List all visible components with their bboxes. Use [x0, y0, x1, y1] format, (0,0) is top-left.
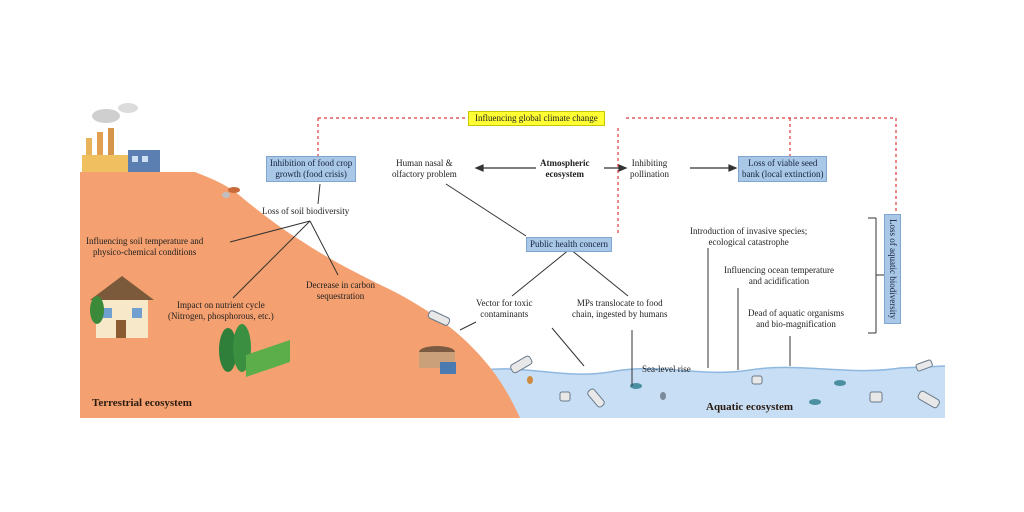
climate-change-label: Influencing global climate change — [468, 111, 605, 126]
climate-dashed-lines — [317, 117, 897, 236]
arrow-lines — [474, 164, 738, 172]
ocean-temperature-label: Influencing ocean temperature and acidif… — [724, 265, 834, 286]
nutrient-cycle-label: Impact on nutrient cycle (Nitrogen, phos… — [168, 300, 274, 321]
public-health-box: Public health concern — [526, 237, 612, 252]
aquatic-ecosystem-title: Aquatic ecosystem — [706, 401, 794, 413]
land-area — [80, 172, 520, 418]
food-crop-box: Inhibition of food crop growth (food cri… — [266, 156, 357, 182]
food-chain-label: MPs translocate to food chain, ingested … — [572, 298, 668, 319]
plastic-bottle-icon — [427, 310, 940, 409]
debris-icon — [222, 187, 240, 198]
sea-level-label: Sea-level rise — [642, 364, 691, 374]
human-nasal-label: Human nasal & olfactory problem — [392, 158, 457, 179]
vector-contaminants-label: Vector for toxic contaminants — [476, 298, 533, 319]
ocean-area — [470, 366, 945, 418]
wave-line — [469, 365, 946, 375]
soil-biodiversity-label: Loss of soil biodiversity — [262, 206, 350, 216]
carbon-sequestration-label: Decrease in carbon sequestration — [306, 280, 375, 301]
terrestrial-ecosystem-title: Terrestrial ecosystem — [92, 397, 192, 409]
seed-bank-box: Loss of viable seed bank (local extincti… — [738, 156, 828, 182]
tank-icon — [419, 346, 456, 374]
factory-icon — [82, 103, 160, 172]
inhibiting-pollination-label: Inhibiting pollination — [630, 158, 669, 179]
aquatic-biodiversity-box: Loss of aquatic biodiversity — [884, 214, 901, 325]
invasive-species-label: Introduction of invasive species; ecolog… — [690, 226, 808, 247]
crop-field-icon — [219, 324, 290, 377]
connector-lines — [229, 183, 884, 386]
fish-icon — [527, 376, 846, 405]
soil-temperature-label: Influencing soil temperature and physico… — [86, 236, 204, 257]
aquatic-organisms-label: Dead of aquatic organisms and bio-magnif… — [748, 308, 845, 329]
atmospheric-ecosystem-label: Atmospheric ecosystem — [540, 158, 590, 179]
house-icon — [90, 276, 154, 338]
